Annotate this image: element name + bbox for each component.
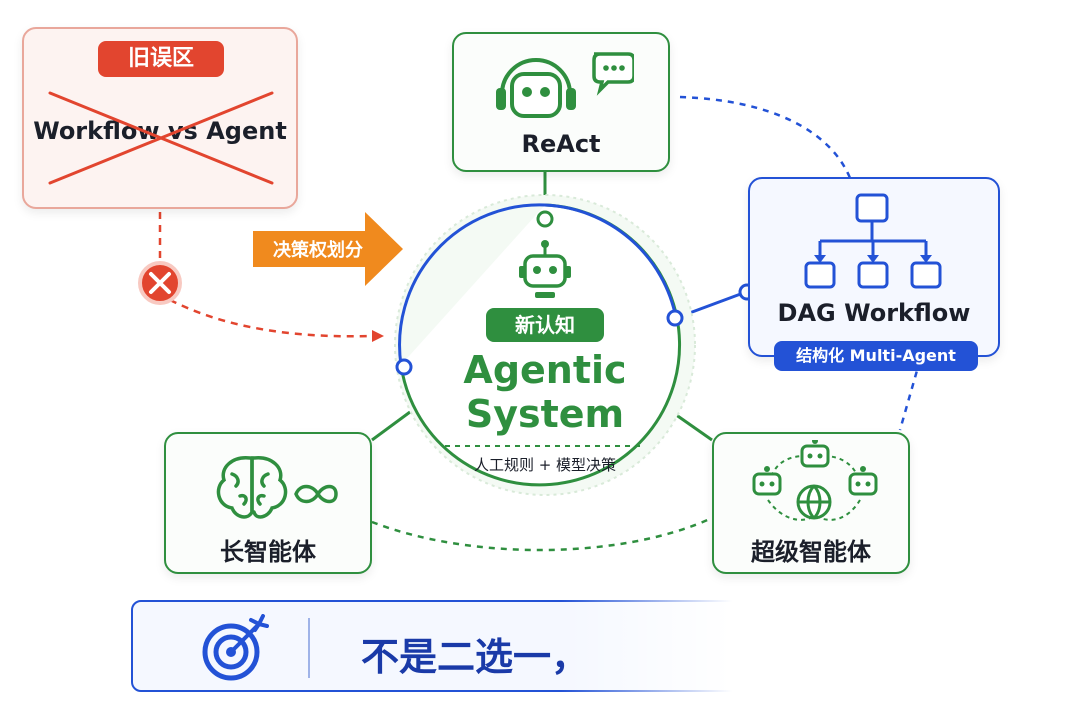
banner-fade-overlay: [561, 600, 941, 692]
banner-divider: [308, 618, 310, 678]
brain-infinity-icon: [216, 456, 338, 519]
center-title: Agentic System: [420, 348, 670, 436]
red-arrowhead: [372, 330, 384, 342]
long-agent-label: 长智能体: [220, 538, 316, 566]
decision-rights-label: 决策权划分: [273, 240, 363, 261]
bottom-dashed-arc: [371, 516, 713, 552]
react-dag-dashed-arc: [679, 95, 852, 179]
misconception-box: 旧误区 Workflow vs Agent: [22, 27, 298, 209]
center-circle-blue-arc-right: [544, 203, 678, 319]
super-agent-node: 超级智能体: [712, 432, 910, 574]
center-title-line1: Agentic: [463, 348, 627, 392]
dag-workflow-node: DAG Workflow 结构化 Multi-Agent: [748, 177, 1000, 371]
dag-graph-icon: [804, 193, 942, 289]
dag-super-dashed-link: [898, 359, 922, 431]
react-label: ReAct: [521, 130, 601, 158]
decision-rights-arrow: 决策权划分: [253, 212, 405, 286]
multi-robot-globe-icon: [752, 440, 878, 521]
left-connector-dot: [395, 358, 413, 376]
chat-bubble-icon: [592, 52, 634, 96]
misconception-dashed-link: [158, 212, 373, 338]
new-insight-badge: 新认知: [486, 308, 604, 342]
red-x-marker: [138, 261, 182, 305]
long-agent-node: 长智能体: [164, 432, 372, 574]
conclusion-banner: 不是二选一，: [131, 600, 941, 692]
robot-headset-icon: [496, 52, 634, 118]
react-node: ReAct: [452, 32, 670, 172]
center-title-line2: System: [465, 392, 625, 436]
banner-text: 不是二选一，: [361, 635, 590, 679]
dag-workflow-tag: 结构化 Multi-Agent: [774, 341, 978, 371]
misconception-text: Workflow vs Agent: [33, 117, 287, 145]
center-robot-icon: [519, 240, 571, 298]
orange-arrow-shape: [253, 212, 403, 286]
super-agent-link: [671, 410, 713, 442]
target-icon: [202, 614, 269, 681]
long-agent-link: [371, 410, 411, 442]
react-connector-dot: [536, 210, 554, 228]
dag-connector-dot-inner: [666, 309, 684, 327]
misconception-tag: 旧误区: [98, 41, 224, 77]
center-subtitle: 人工规则 + 模型决策: [473, 456, 617, 474]
crossed-out-mark: [48, 91, 274, 185]
center-circle-blue-arc: [398, 203, 546, 366]
super-agent-label: 超级智能体: [751, 538, 871, 566]
dag-workflow-label: DAG Workflow: [777, 299, 971, 327]
